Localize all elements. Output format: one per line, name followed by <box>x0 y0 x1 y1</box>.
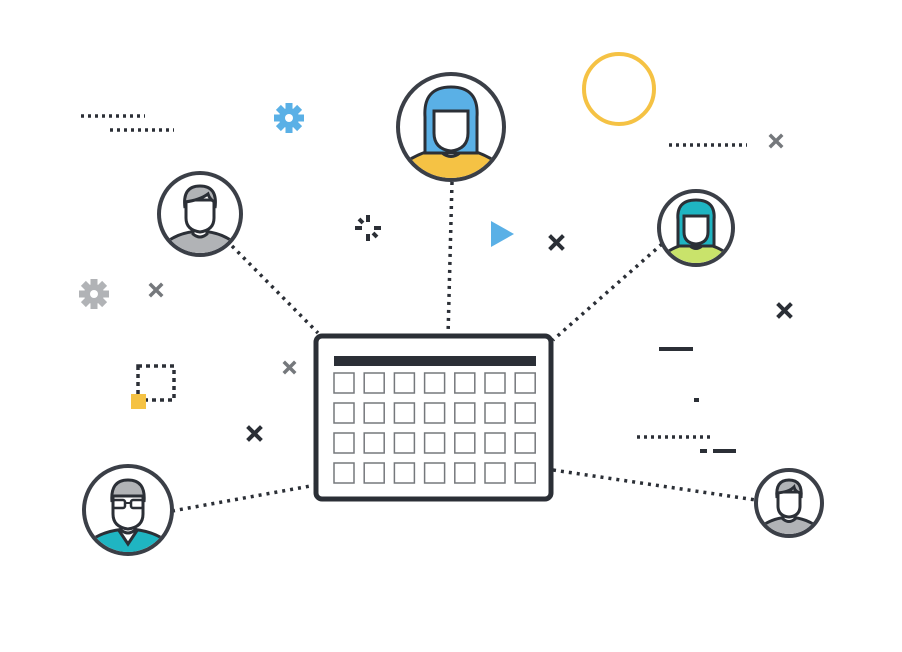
calendar-day-cell <box>423 462 446 484</box>
calendar-day-cell <box>514 372 536 394</box>
calendar-day-cell <box>393 372 416 394</box>
calendar-day-cell <box>363 372 385 394</box>
connector-right-woman <box>551 242 664 342</box>
ring-icon <box>582 52 656 126</box>
gear-icon <box>79 279 109 309</box>
decorative-dashes <box>81 114 747 439</box>
play-icon <box>491 221 514 247</box>
connector-bottom-left-man <box>171 483 317 513</box>
calendar-day-cell <box>333 432 355 454</box>
calendar-day-cell <box>363 402 385 424</box>
calendar-day-cell <box>454 402 476 424</box>
avatar-bottom-left-man <box>82 464 174 556</box>
calendar-day-cell <box>454 462 476 484</box>
calendar-day-cell <box>454 372 476 394</box>
calendar-day-cell <box>423 432 446 454</box>
calendar-icon <box>313 333 554 502</box>
gear-icon <box>274 103 304 133</box>
calendar-day-cell <box>393 432 416 454</box>
calendar-day-cell <box>484 462 506 484</box>
calendar-day-cell <box>363 462 385 484</box>
dotted-square <box>131 364 176 409</box>
cross-icon <box>548 234 565 251</box>
calendar-day-cell <box>333 462 355 484</box>
avatar-top-woman <box>396 72 506 182</box>
calendar-header-bar <box>334 356 536 366</box>
calendar-day-cell <box>363 432 385 454</box>
calendar-day-cell <box>484 432 506 454</box>
cross-icon <box>148 282 164 298</box>
calendar-day-cell <box>393 402 416 424</box>
avatar-left-man <box>157 171 243 257</box>
avatar-right-woman <box>657 189 735 267</box>
calendar-day-cell <box>423 372 446 394</box>
avatar-bottom-right-man <box>754 468 824 538</box>
calendar-day-cell <box>333 372 355 394</box>
connector-top-woman <box>446 181 454 337</box>
connector-lines <box>171 181 757 513</box>
calendar-day-cell <box>484 372 506 394</box>
calendar-grid <box>333 372 536 484</box>
calendar-day-cell <box>514 462 536 484</box>
cross-icon <box>282 360 297 375</box>
calendar-day-cell <box>393 462 416 484</box>
cross-icon <box>768 133 784 149</box>
sparkle-icon <box>355 215 381 241</box>
calendar-day-cell <box>423 402 446 424</box>
calendar-day-cell <box>514 402 536 424</box>
calendar-day-cell <box>514 432 536 454</box>
calendar-day-cell <box>484 402 506 424</box>
cross-icon <box>776 302 793 319</box>
calendar-day-cell <box>454 432 476 454</box>
decorative-solid-lines <box>659 347 736 453</box>
calendar-day-cell <box>333 402 355 424</box>
cross-icon <box>246 425 263 442</box>
connector-left-man <box>230 244 320 335</box>
connector-bottom-right-man <box>552 468 757 502</box>
